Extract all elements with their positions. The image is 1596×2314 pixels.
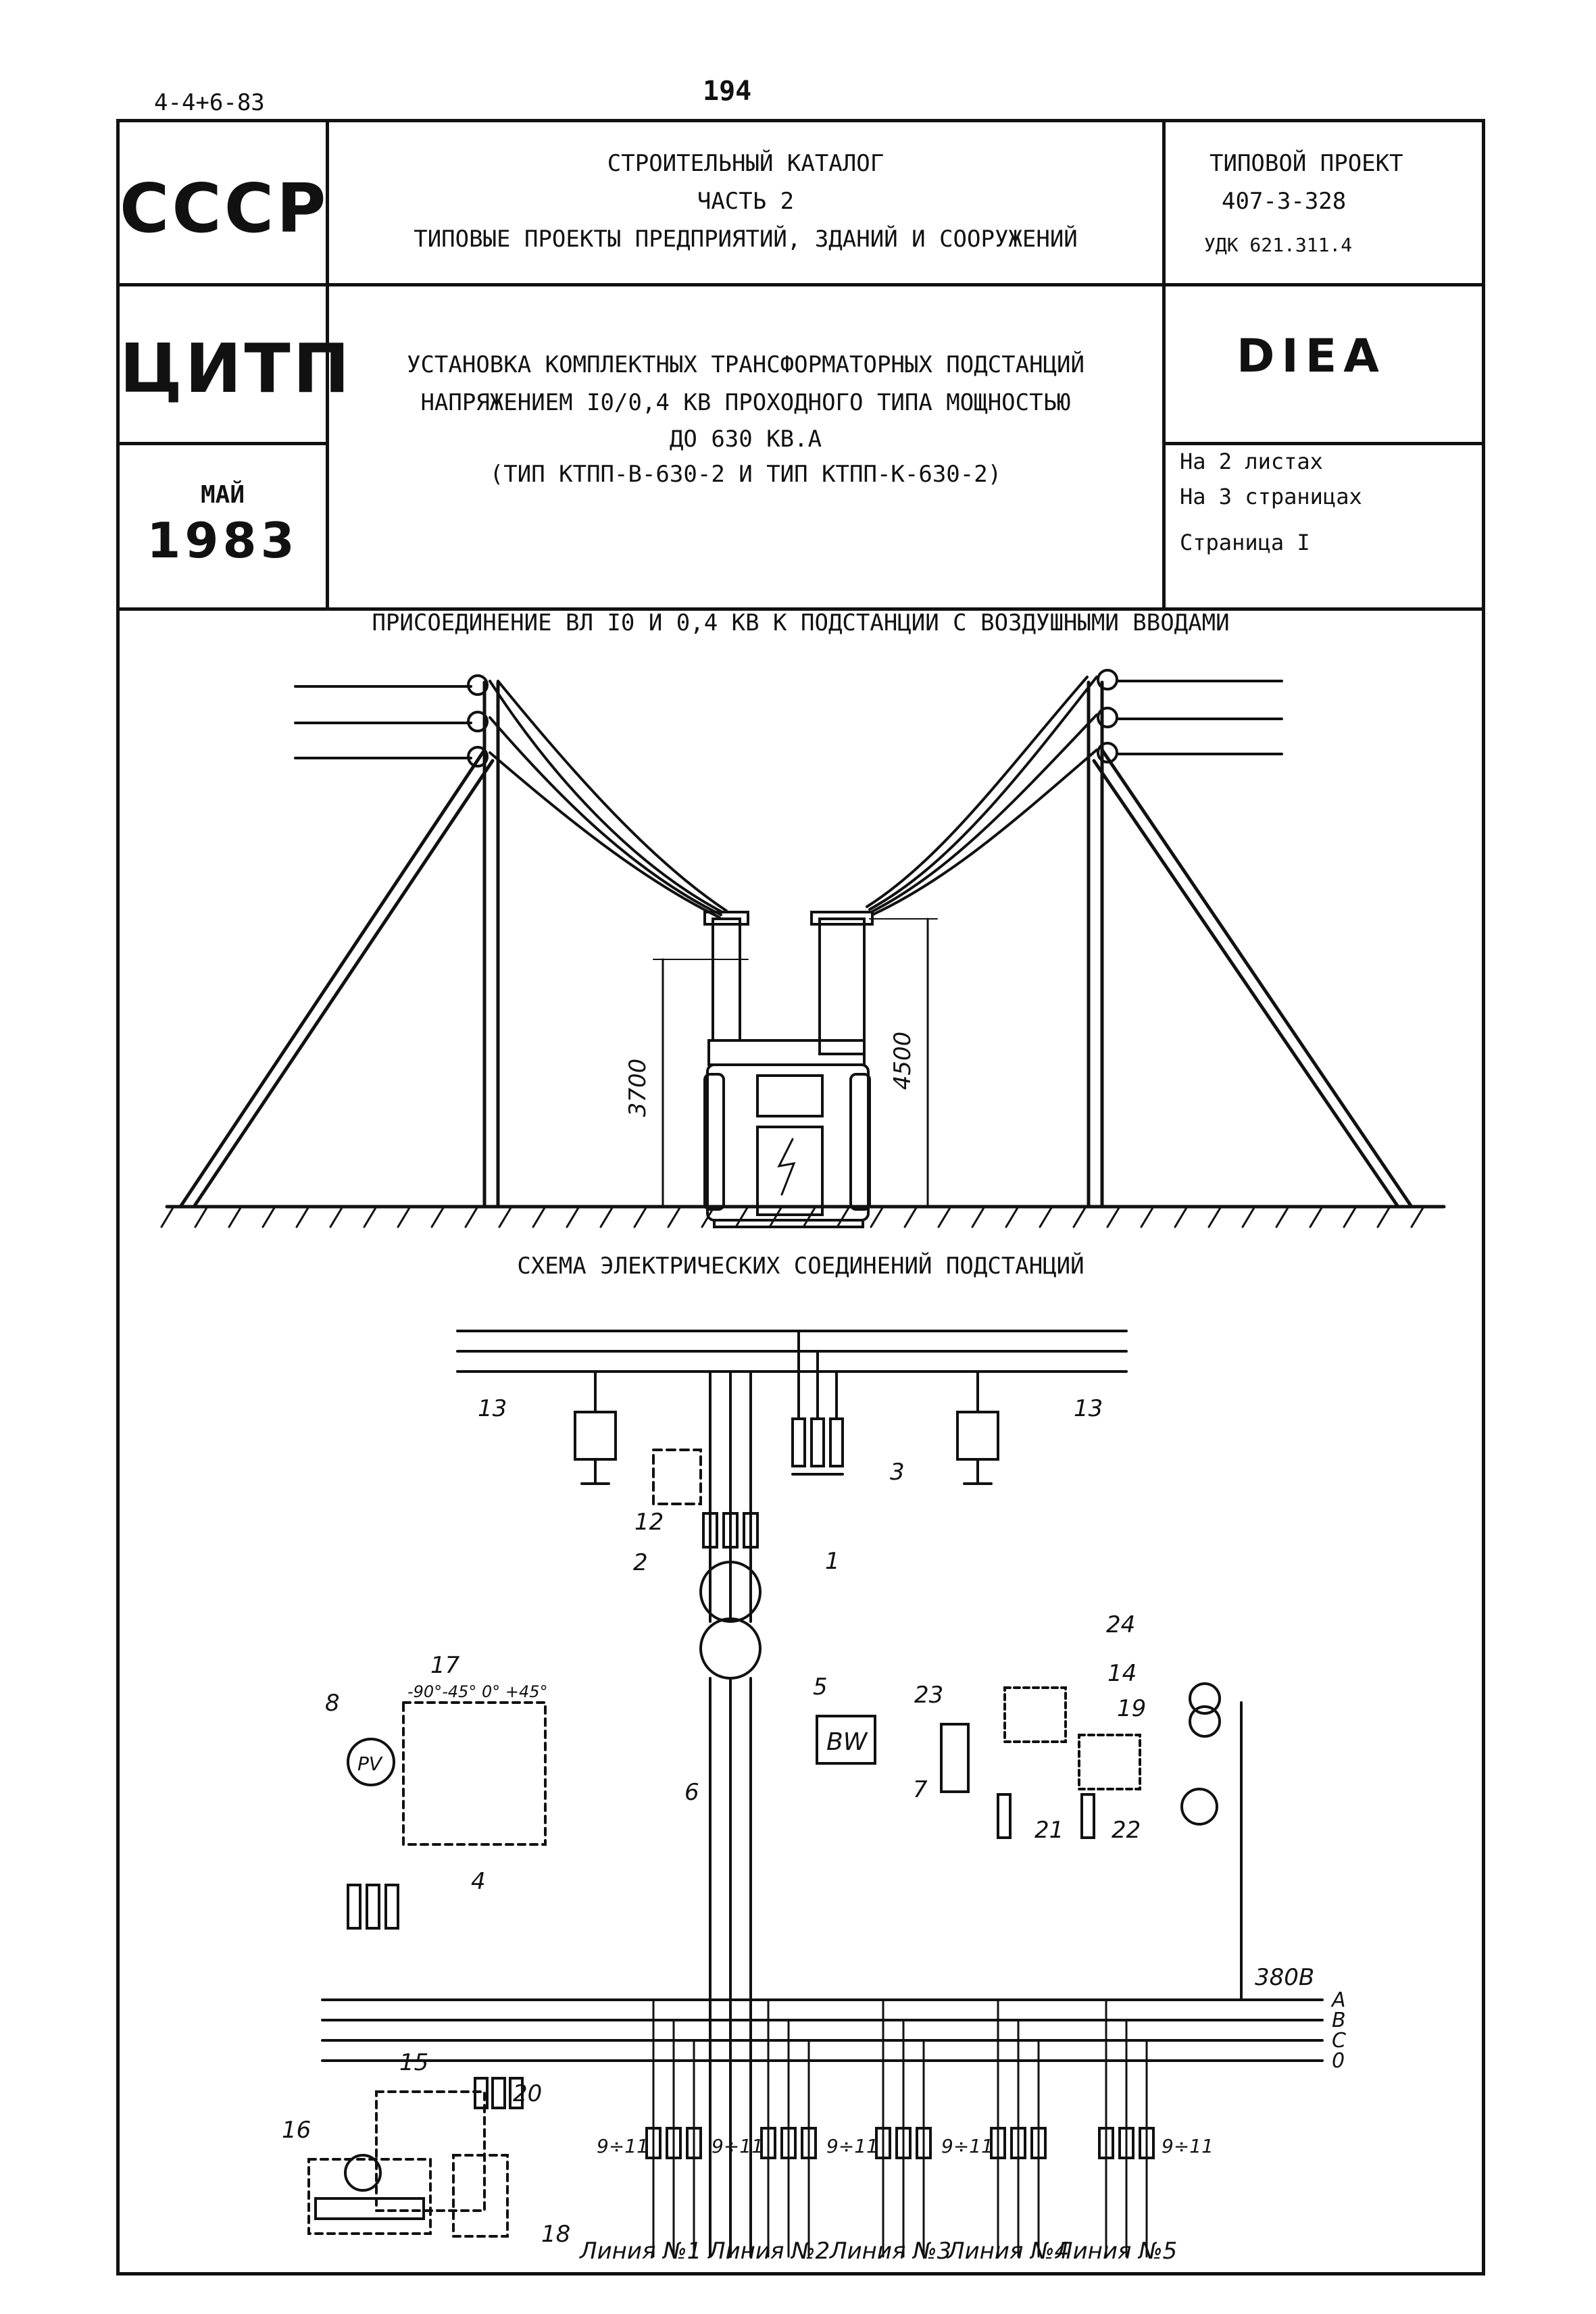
header-bottom-line (116, 607, 1485, 611)
range-label-1: 9÷11 (597, 2135, 649, 2157)
drawing2-title: СХЕМА ЭЛЕКТРИЧЕСКИХ СОЕДИНЕНИЙ ПОДСТАНЦИ… (517, 1253, 1084, 1280)
outer-frame (116, 119, 1485, 2275)
ref-16: 16 (282, 2117, 311, 2144)
sheets-count: На 2 листах (1180, 449, 1323, 474)
bw-symbol: BW (826, 1728, 868, 1756)
ref-14: 14 (1107, 1660, 1137, 1687)
range-label-3: 9÷11 (826, 2135, 878, 2157)
range-label-5: 9÷11 (1162, 2135, 1214, 2157)
line-name-3: Линия №3 (830, 2238, 952, 2265)
project-label: ТИПОВОЙ ПРОЕКТ (1210, 150, 1403, 177)
overhead-line-elevation: 3700 4500 (160, 669, 1446, 1228)
line-name-1: Линия №1 (580, 2238, 702, 2265)
drawing1-title: ПРИСОЕДИНЕНИЕ ВЛ I0 И 0,4 КВ К ПОДСТАНЦИ… (372, 609, 1230, 636)
dim-3700: 3700 (624, 1059, 651, 1117)
header-divider-left (326, 119, 329, 611)
pv-symbol: PV (357, 1753, 383, 1775)
ref-2: 2 (633, 1549, 648, 1576)
line-name-5: Линия №5 (1055, 2238, 1178, 2265)
line-name-4: Линия №4 (947, 2238, 1070, 2265)
title-line-4: (ТИП КТПП-В-630-2 И ТИП КТПП-К-630-2) (489, 461, 1002, 488)
ref-3: 3 (890, 1459, 905, 1486)
ref-17: 17 (430, 1652, 460, 1679)
ref-12: 12 (634, 1509, 664, 1536)
voltage-380: 380В (1255, 1964, 1314, 1991)
title-line-3: ДО 630 КВ.А (669, 426, 822, 453)
ref-13-left: 13 (478, 1395, 507, 1422)
range-label-2: 9÷11 (712, 2135, 764, 2157)
catalog-line-3: ТИПОВЫЕ ПРОЕКТЫ ПРЕДПРИЯТИЙ, ЗДАНИЙ И СО… (414, 226, 1078, 253)
header-divider-right (1162, 119, 1166, 611)
phase-0: 0 (1332, 2049, 1345, 2073)
ref-23: 23 (914, 1682, 943, 1709)
phase-b: B (1332, 2009, 1346, 2032)
ref-5: 5 (813, 1674, 828, 1701)
ref-13-right: 13 (1074, 1395, 1103, 1422)
angle-marks: -90°-45° 0° +45° (407, 1682, 548, 1701)
ref-21: 21 (1034, 1817, 1064, 1844)
header-row-line-1 (116, 283, 1485, 286)
header-row-line-2 (116, 442, 329, 445)
page-label: Страница I (1180, 530, 1310, 555)
catalog-line-1: СТРОИТЕЛЬНЫЙ КАТАЛОГ (607, 150, 884, 177)
title-line-1: УСТАНОВКА КОМПЛЕКТНЫХ ТРАНСФОРМАТОРНЫХ П… (406, 351, 1085, 378)
udk-code: УДК 621.311.4 (1204, 234, 1353, 256)
ref-22: 22 (1112, 1817, 1141, 1844)
line-name-2: Линия №2 (708, 2238, 830, 2265)
org-ussr: СССР (120, 169, 329, 248)
ref-15: 15 (399, 2049, 428, 2076)
pages-count: На 3 страницах (1180, 484, 1362, 509)
ref-18: 18 (541, 2221, 570, 2248)
ref-8: 8 (325, 1690, 340, 1717)
doc-code-diea: DIEA (1237, 330, 1386, 383)
ref-7: 7 (913, 1776, 928, 1803)
ref-6: 6 (684, 1779, 699, 1806)
header-row-line-3 (1162, 442, 1485, 445)
page-number: 194 (703, 76, 752, 107)
phase-a: A (1330, 1988, 1346, 2012)
range-label-4: 9÷11 (941, 2135, 993, 2157)
ref-24: 24 (1106, 1611, 1135, 1638)
project-number: 407-3-328 (1222, 188, 1347, 215)
catalog-line-2: ЧАСТЬ 2 (697, 188, 795, 215)
ref-1: 1 (825, 1548, 840, 1575)
doc-code: 4-4+6-83 (154, 89, 265, 116)
title-line-2: НАПРЯЖЕНИЕМ I0/0,4 КВ ПРОХОДНОГО ТИПА МО… (420, 389, 1071, 416)
electrical-schematic: 13 13 3 12 2 1 17 8 24 14 5 23 19 7 6 4 … (282, 1330, 1346, 2258)
ref-20: 20 (513, 2080, 542, 2107)
issue-month: МАЙ (200, 481, 245, 509)
phase-c: C (1332, 2029, 1346, 2053)
ref-4: 4 (471, 1868, 486, 1895)
org-citp: ЦИТП (120, 329, 353, 408)
issue-year: 1983 (147, 512, 299, 569)
ref-19: 19 (1117, 1695, 1146, 1722)
dim-4500: 4500 (889, 1032, 916, 1090)
